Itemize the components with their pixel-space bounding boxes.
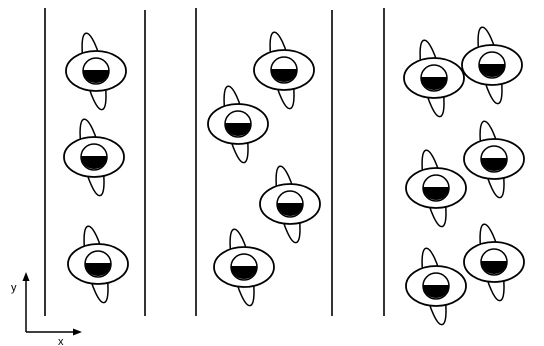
molecule-5 (208, 84, 268, 164)
molecule-4 (254, 30, 314, 110)
molecule-9 (462, 25, 522, 105)
x-axis-label: x (58, 336, 64, 346)
y-axis-label: y (11, 282, 17, 294)
molecule-12 (406, 246, 466, 326)
molecule-7 (214, 227, 274, 307)
molecule-2 (64, 117, 124, 197)
coordinate-axes (23, 272, 83, 336)
molecule-1 (66, 31, 126, 111)
molecule-13 (464, 222, 524, 302)
molecule-11 (464, 119, 524, 199)
molecule-10 (406, 148, 466, 228)
molecule-6 (260, 164, 320, 244)
molecule-8 (404, 38, 464, 118)
molecules-group (64, 25, 524, 326)
x-axis-arrowhead (73, 329, 82, 336)
y-axis-arrowhead (23, 272, 30, 281)
molecule-3 (68, 224, 128, 304)
